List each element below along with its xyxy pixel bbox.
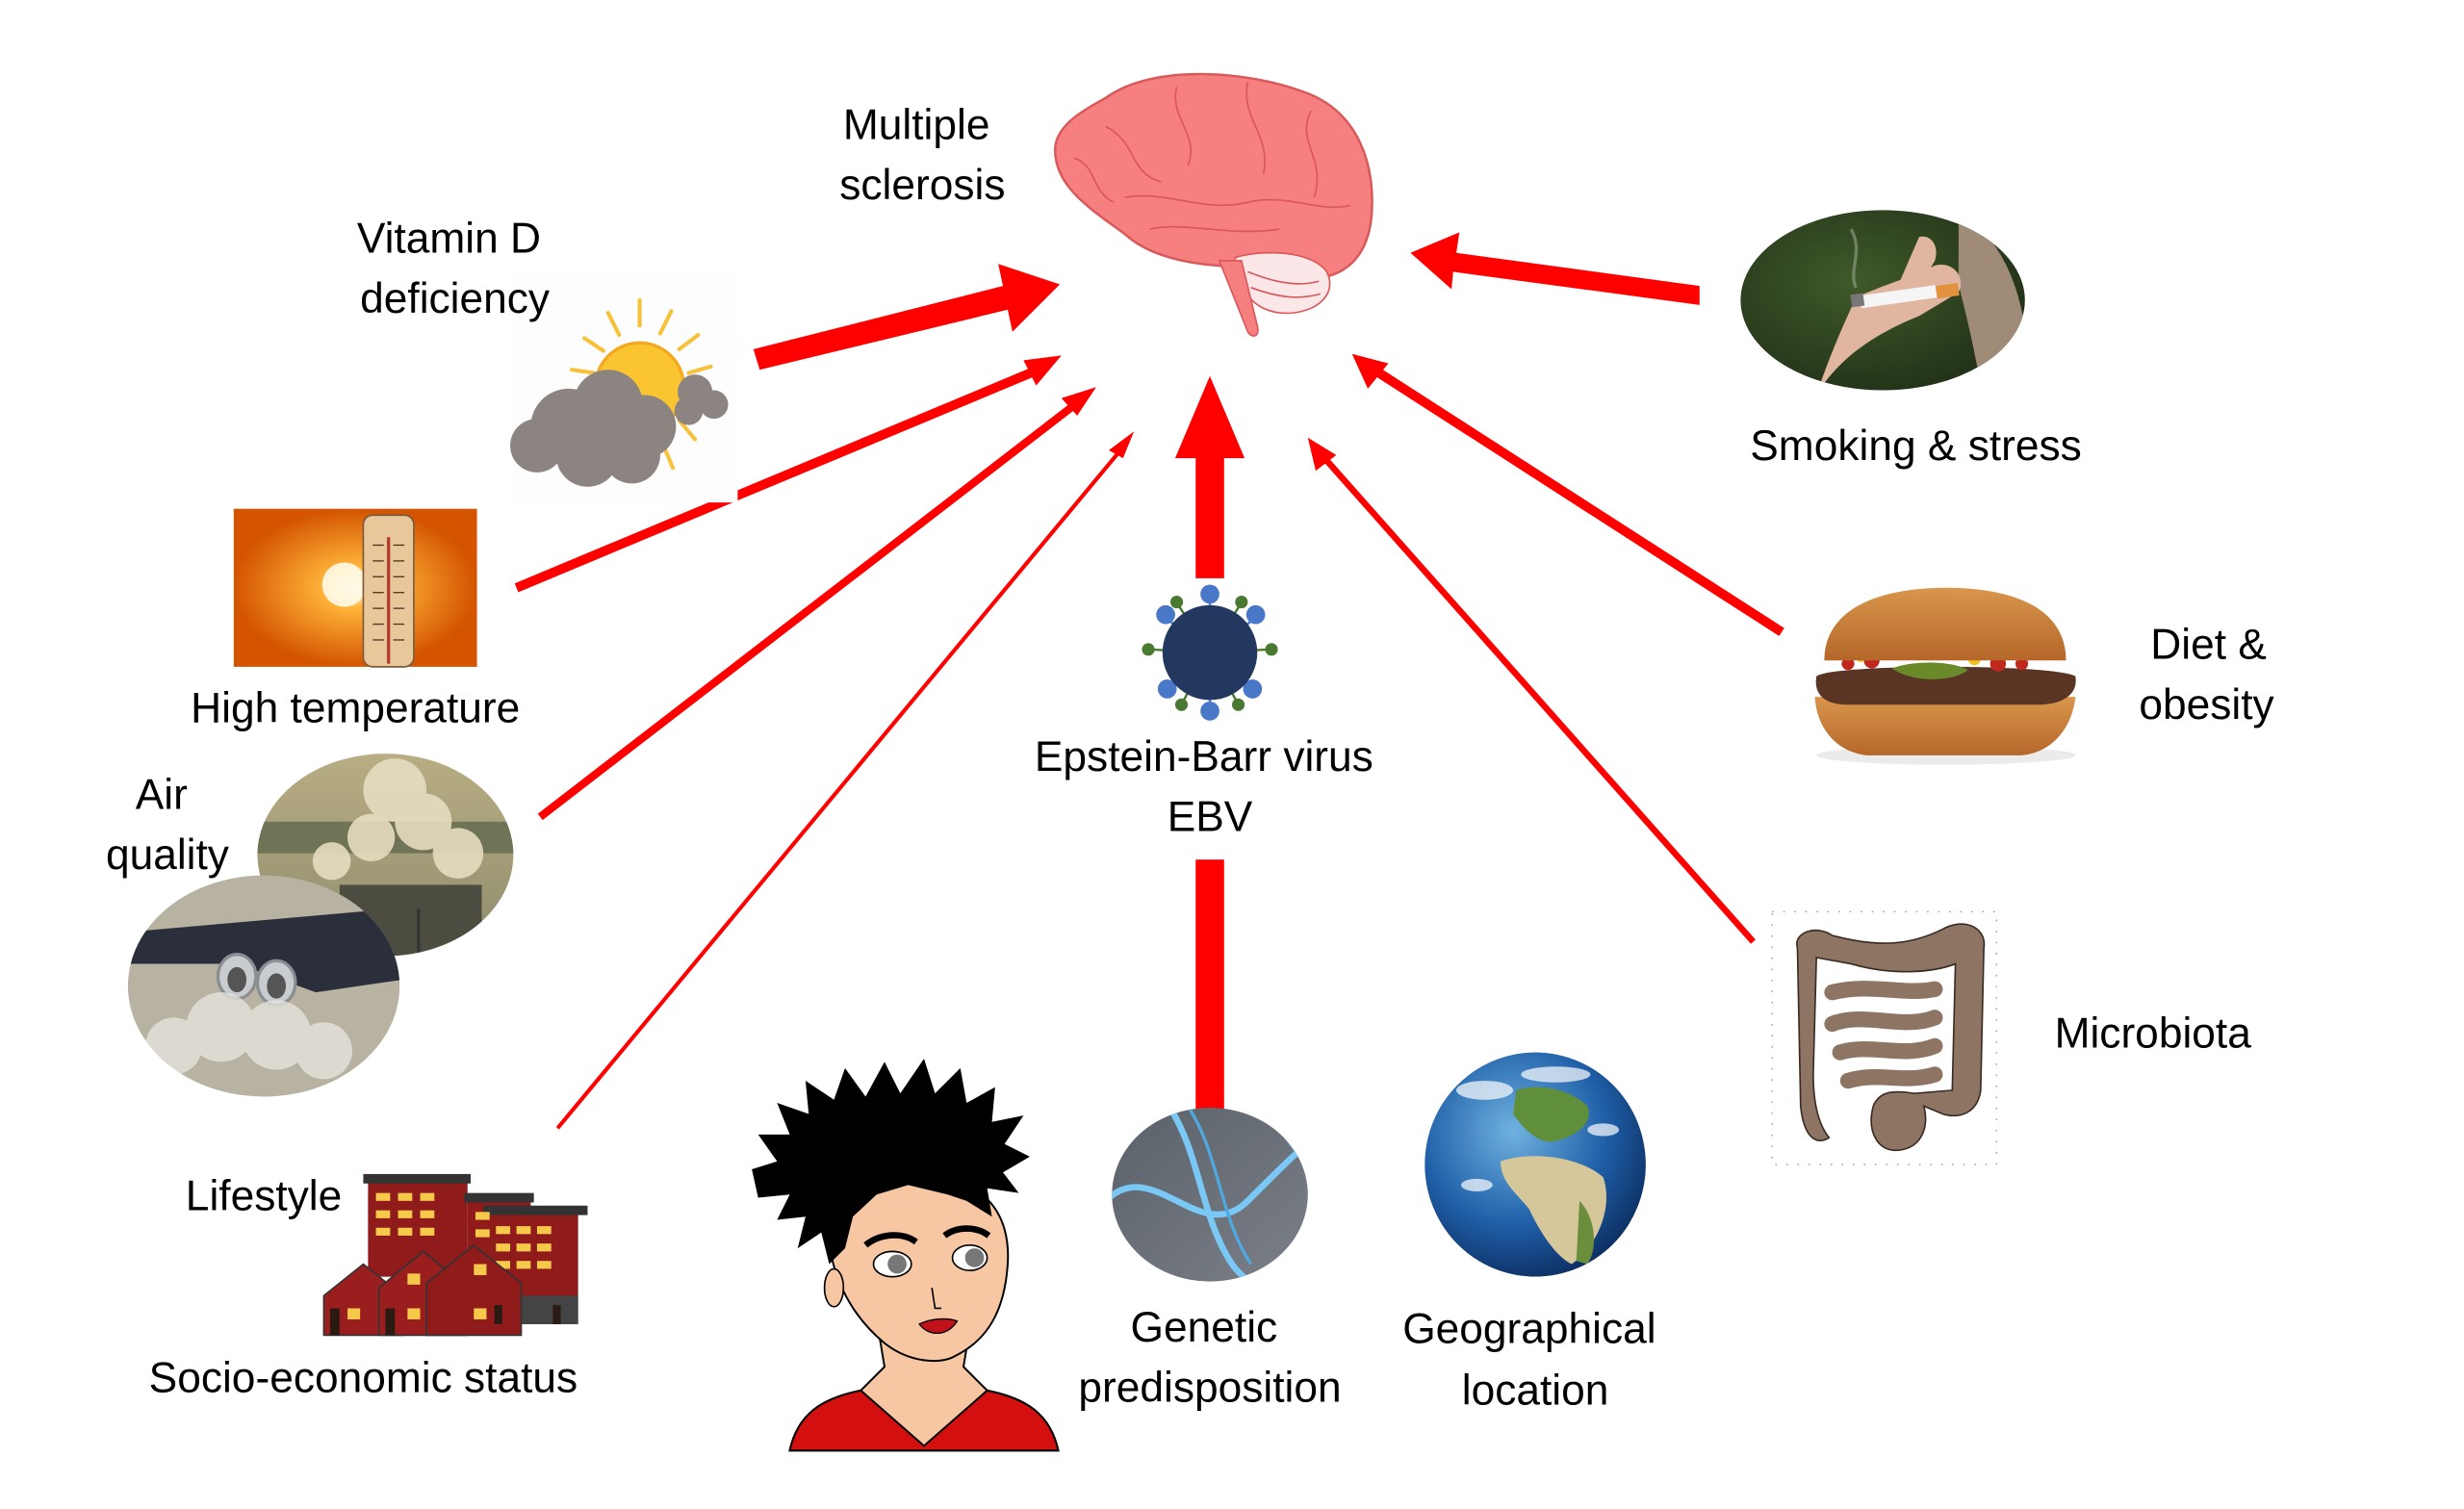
label-diet: Diet & obesity xyxy=(2139,622,2278,729)
label-air-quality: Air quality xyxy=(106,772,230,879)
label-lifestyle-line-1: Lifestyle xyxy=(186,1173,342,1220)
label-ebv-line-1: Epstein-Barr virus xyxy=(1035,733,1373,780)
virus-icon xyxy=(1142,584,1278,721)
label-high-temperature-line-1: High temperature xyxy=(191,684,520,731)
arrow-vitamin-d xyxy=(753,264,1061,371)
label-genetic-line-1: Genetic xyxy=(1131,1304,1278,1351)
label-diet-line-2: obesity xyxy=(2139,681,2274,729)
burger-icon xyxy=(1814,587,2076,765)
label-microbiota-line-1: Microbiota xyxy=(2055,1010,2252,1058)
label-socio-economic: Socio-economic status xyxy=(149,1354,578,1401)
dna-icon xyxy=(1112,1107,1308,1282)
center-label-line-2: sclerosis xyxy=(839,162,1005,209)
thermometer-sun-icon xyxy=(233,508,477,668)
label-socio-economic-line-1: Socio-economic status xyxy=(149,1354,578,1401)
label-air-quality-line-1: Air xyxy=(136,772,188,819)
brain-icon xyxy=(1053,72,1373,337)
pollution-exhaust-icon xyxy=(127,754,514,1097)
label-genetic: Genetic predisposition xyxy=(1078,1304,1341,1411)
buildings-icon xyxy=(322,1173,588,1337)
label-vitamin-d: Vitamin D deficiency xyxy=(357,216,552,322)
woman-portrait-icon xyxy=(752,1059,1060,1452)
intestine-icon xyxy=(1771,910,1997,1165)
label-ebv-line-2: EBV xyxy=(1168,794,1253,841)
label-geographical-line-1: Geographical xyxy=(1402,1306,1656,1353)
globe-icon xyxy=(1424,1052,1646,1277)
label-lifestyle: Lifestyle xyxy=(186,1173,342,1220)
label-vitamin-d-line-2: deficiency xyxy=(360,275,551,322)
arrow-high-temperature xyxy=(514,355,1062,593)
arrow-smoking xyxy=(1410,232,1700,305)
arrow-air-quality xyxy=(537,387,1096,821)
connector-genetic-ebv xyxy=(1195,859,1224,1134)
label-high-temperature: High temperature xyxy=(191,684,520,731)
label-air-quality-line-2: quality xyxy=(106,831,230,879)
center-label-line-1: Multiple xyxy=(843,101,990,148)
label-vitamin-d-line-1: Vitamin D xyxy=(357,216,541,263)
center-label: Multiple sclerosis xyxy=(839,101,1005,208)
cigarette-hand-icon xyxy=(1740,210,2025,391)
label-smoking: Smoking & stress xyxy=(1750,422,2082,470)
arrow-diet xyxy=(1351,353,1784,636)
label-diet-line-1: Diet & xyxy=(2150,622,2267,669)
label-geographical-line-2: location xyxy=(1462,1368,1609,1415)
label-smoking-line-1: Smoking & stress xyxy=(1750,422,2082,470)
arrow-ebv xyxy=(1174,375,1245,578)
label-geographical: Geographical location xyxy=(1402,1306,1668,1415)
sun-behind-cloud-icon xyxy=(510,271,738,503)
label-genetic-line-2: predisposition xyxy=(1078,1364,1341,1411)
label-microbiota: Microbiota xyxy=(2055,1010,2252,1058)
label-ebv: Epstein-Barr virus EBV xyxy=(1035,733,1385,840)
arrow-microbiota xyxy=(1307,437,1756,944)
arrow-lifestyle xyxy=(555,431,1135,1130)
